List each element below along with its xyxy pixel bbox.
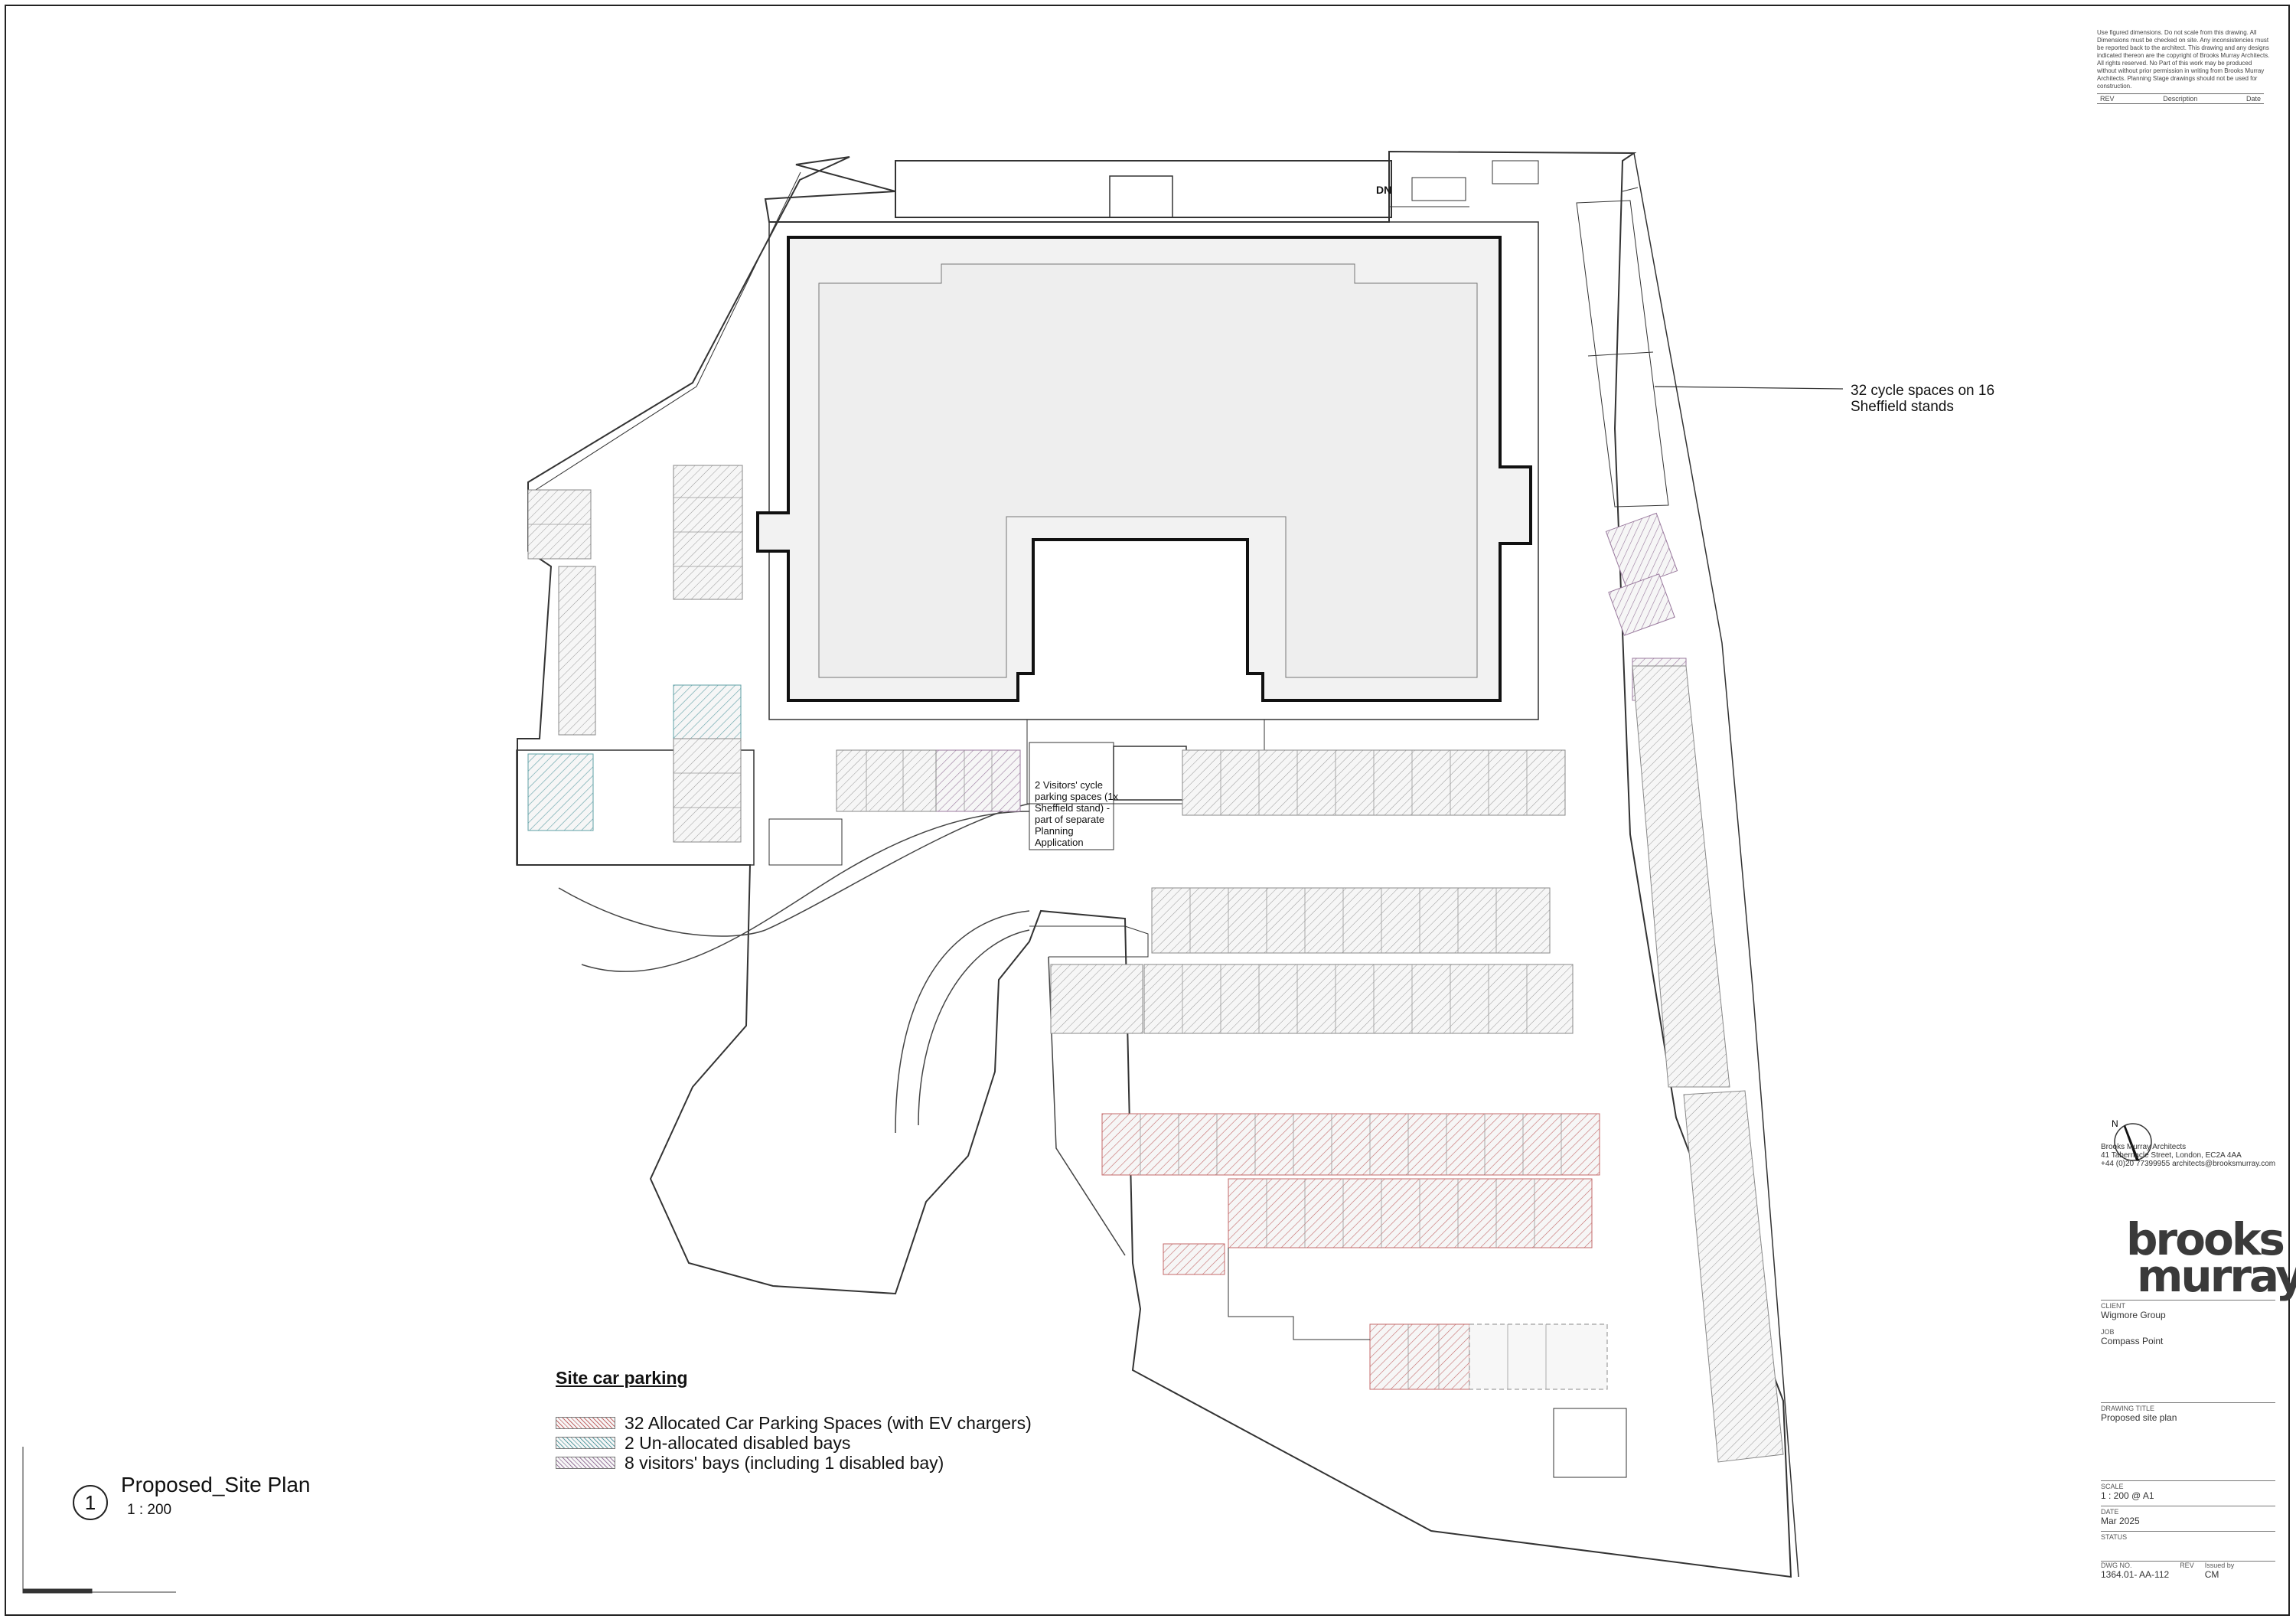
status-label: STATUS xyxy=(2101,1533,2128,1541)
drawing-border xyxy=(5,5,2290,1616)
legend-swatch-visitors xyxy=(556,1457,615,1469)
legend-swatch-disabled xyxy=(556,1437,615,1449)
legend-label-visitors: 8 visitors' bays (including 1 disabled b… xyxy=(625,1452,944,1473)
disclaimer-notes: Use figured dimensions. Do not scale fro… xyxy=(2097,29,2270,90)
firm-details: Brooks Murray Architects 41 Tabernacle S… xyxy=(2101,1143,2275,1168)
svg-text:N: N xyxy=(2112,1118,2118,1129)
dwg-no-value: 1364.01- AA-112 xyxy=(2101,1569,2170,1580)
date-label: DATE xyxy=(2101,1508,2119,1516)
stair-down-label: DN xyxy=(1376,184,1392,196)
drawing-title-value: Proposed site plan xyxy=(2101,1412,2177,1423)
parking-grey-rows xyxy=(836,665,1784,1463)
client-field: CLIENT Wigmore Group xyxy=(2101,1300,2275,1320)
main-building xyxy=(756,221,1539,720)
scale-field: SCALE 1 : 200 @ A1 xyxy=(2101,1480,2275,1501)
brooks-murray-logo: brooks murray xyxy=(2126,1217,2296,1302)
parking-disabled xyxy=(527,684,742,831)
north-strip xyxy=(895,160,1539,218)
view-number: 1 xyxy=(73,1485,108,1520)
view-scale: 1 : 200 xyxy=(127,1502,172,1518)
legend-item-allocated: 32 Allocated Car Parking Spaces (with EV… xyxy=(556,1413,1032,1433)
scale-value: 1 : 200 @ A1 xyxy=(2101,1490,2154,1501)
north-arrow-icon: N xyxy=(2112,1118,2152,1161)
job-field: JOB Compass Point xyxy=(2101,1327,2275,1346)
cycle-spaces-callout: 32 cycle spaces on 16 Sheffield stands xyxy=(1851,383,1995,415)
status-field: STATUS xyxy=(2101,1531,2275,1541)
drawing-title-label: DRAWING TITLE xyxy=(2101,1405,2155,1412)
issued-cell: Issued by CM xyxy=(2205,1562,2235,1580)
site-boundary xyxy=(517,150,1792,1578)
legend-title: Site car parking xyxy=(556,1368,688,1388)
issued-label: Issued by xyxy=(2204,1562,2235,1569)
client-label: CLIENT xyxy=(2101,1302,2126,1310)
title-block-notes: Use figured dimensions. Do not scale fro… xyxy=(2097,29,2272,104)
scale-label: SCALE xyxy=(2101,1483,2124,1490)
job-value: Compass Point xyxy=(2101,1336,2164,1346)
drawing-title-field: DRAWING TITLE Proposed site plan xyxy=(2101,1402,2275,1423)
issued-value: CM xyxy=(2204,1569,2219,1580)
visitor-cycle-callout: 2 Visitors' cycle parking spaces (1x She… xyxy=(1035,779,1119,848)
legend-label-disabled: 2 Un-allocated disabled bays xyxy=(625,1432,851,1453)
dwg-no-label: DWG NO. xyxy=(2101,1562,2132,1569)
date-value: Mar 2025 xyxy=(2101,1516,2140,1526)
access-road xyxy=(558,803,1126,1256)
revision-header: REV Description Date xyxy=(2097,93,2264,104)
south-structures xyxy=(1029,925,1627,1478)
parking-west-b xyxy=(673,738,742,843)
parking-allocated xyxy=(1101,1113,1600,1390)
view-title: Proposed_Site Plan xyxy=(121,1473,311,1496)
client-value: Wigmore Group xyxy=(2101,1310,2166,1320)
scale-bar xyxy=(22,1447,176,1594)
legend-item-disabled: 2 Un-allocated disabled bays xyxy=(556,1433,850,1453)
firm-name: Brooks Murray Architects xyxy=(2101,1143,2187,1151)
cycle-shelter xyxy=(1576,187,1669,507)
legend-item-visitors: 8 visitors' bays (including 1 disabled b… xyxy=(556,1453,944,1473)
east-edge xyxy=(1633,152,1799,1578)
date-field: DATE Mar 2025 xyxy=(2101,1506,2275,1526)
firm-contact: +44 (0)20 77399955 architects@brooksmurr… xyxy=(2101,1160,2276,1168)
drawing-number-row: DWG NO. 1364.01- AA-112 REV Issued by CM xyxy=(2101,1561,2275,1580)
rev-col: REV xyxy=(2100,95,2115,103)
logo-line-2: murray xyxy=(2137,1250,2296,1302)
rev-label: REV xyxy=(2180,1562,2194,1569)
legend-swatch-allocated xyxy=(556,1417,615,1429)
rev-cell: REV xyxy=(2180,1562,2194,1580)
logo-line-1: brooks xyxy=(2126,1213,2285,1265)
dwg-no-cell: DWG NO. 1364.01- AA-112 xyxy=(2101,1562,2169,1580)
description-col: Description xyxy=(2163,95,2198,103)
cycle-leader-line xyxy=(1654,386,1844,390)
firm-address: 41 Tabernacle Street, London, EC2A 4AA xyxy=(2101,1151,2242,1160)
bay-dividers xyxy=(528,497,1562,1389)
date-col: Date xyxy=(2245,95,2261,103)
legend-label-allocated: 32 Allocated Car Parking Spaces (with EV… xyxy=(625,1412,1032,1433)
west-wall xyxy=(516,749,843,866)
parking-south-grey xyxy=(1469,1323,1608,1390)
job-label: JOB xyxy=(2101,1328,2115,1336)
